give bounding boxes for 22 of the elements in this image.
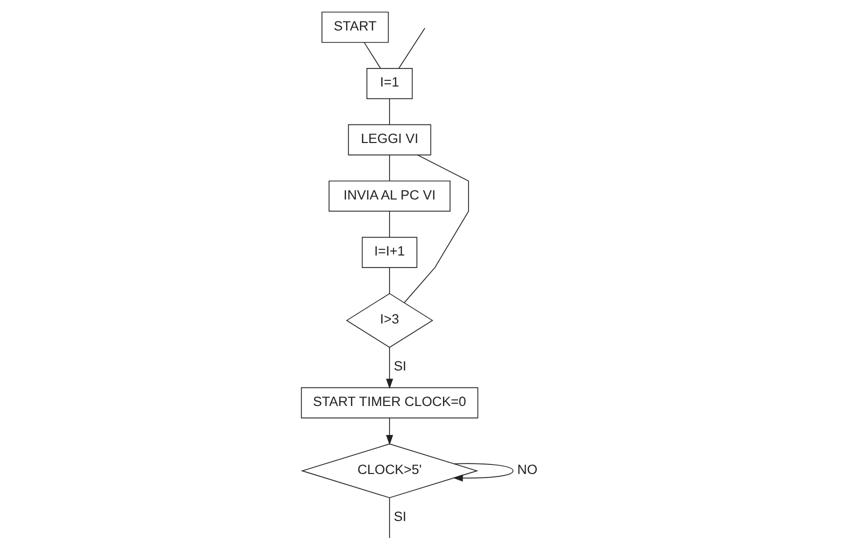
connector — [404, 154, 469, 303]
node-box: INVIA AL PC VI — [328, 180, 450, 212]
node-box: LEGGI VI — [348, 124, 432, 156]
node-diamond: I>3 — [346, 293, 434, 348]
node-box: I=I+1 — [362, 236, 418, 268]
node-box: START — [322, 12, 389, 43]
connector — [389, 497, 390, 538]
connector — [389, 98, 390, 125]
edge-label: NO — [517, 462, 538, 478]
connector — [389, 210, 390, 238]
edge-label: SI — [394, 509, 406, 524]
node-box: I=1 — [366, 68, 413, 100]
connector — [364, 42, 381, 69]
arrow — [452, 463, 514, 482]
arrow — [386, 418, 394, 446]
connector — [389, 154, 390, 182]
arrow — [386, 347, 394, 389]
connector — [389, 267, 390, 294]
connector — [398, 28, 426, 69]
edge-label: SI — [394, 358, 406, 374]
node-box: START TIMER CLOCK=0 — [300, 387, 478, 418]
node-diamond: CLOCK>5' — [300, 444, 478, 498]
